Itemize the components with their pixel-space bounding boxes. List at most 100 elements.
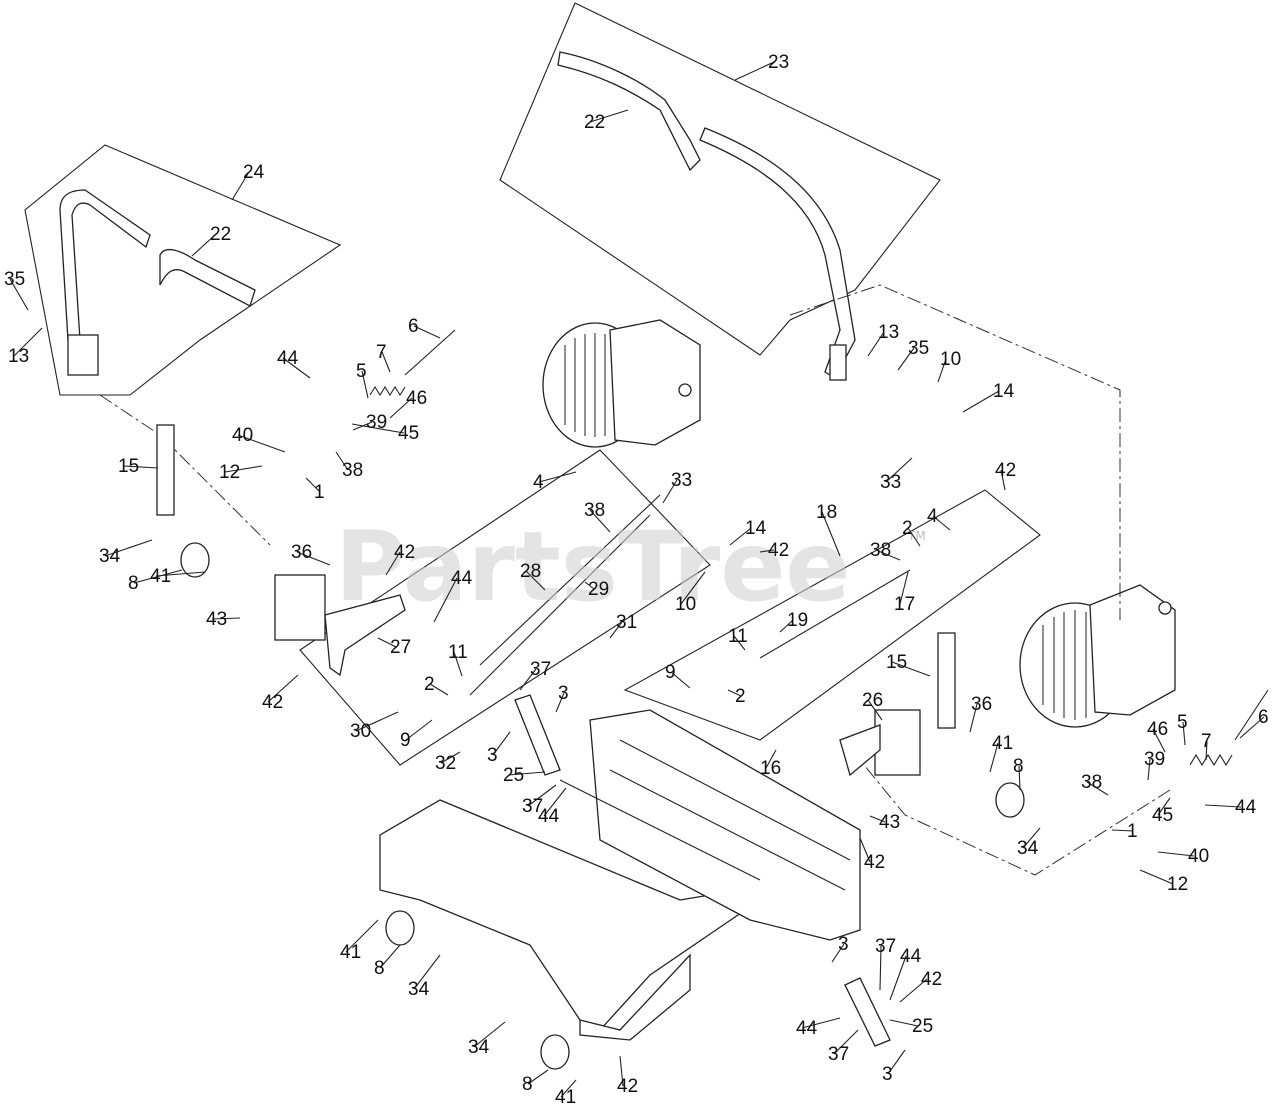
- rod-28: [479, 494, 661, 666]
- callout-number: 10: [675, 594, 696, 615]
- leader-line: [453, 651, 463, 677]
- callout-number: 44: [277, 348, 299, 369]
- leader-line: [680, 571, 706, 605]
- leader-line: [538, 471, 577, 483]
- leader-line: [889, 1019, 919, 1027]
- leader-line: [932, 515, 951, 531]
- leader-line: [875, 549, 901, 561]
- leader-line: [389, 397, 413, 419]
- callout-number: 41: [150, 566, 171, 587]
- leader-line: [1157, 851, 1195, 857]
- leader-line: [1182, 721, 1186, 746]
- bearing-lower-left: [385, 910, 415, 946]
- callout-number: 37: [522, 796, 543, 817]
- callout-number: 25: [912, 1016, 933, 1037]
- leader-line: [831, 943, 845, 963]
- callout-number: 8: [374, 958, 385, 979]
- callout-number: 36: [291, 542, 312, 563]
- callout-number: 34: [99, 546, 121, 567]
- leader-line: [351, 423, 405, 434]
- callout-number: 45: [398, 423, 419, 444]
- leader-line: [525, 570, 546, 591]
- callout-number: 34: [1017, 838, 1039, 859]
- leader-line: [305, 477, 321, 493]
- callout-number: 42: [995, 460, 1016, 481]
- linkage-panel-right: [623, 489, 1041, 741]
- callout-number: 3: [558, 683, 569, 704]
- callout-number: 5: [356, 361, 367, 382]
- leader-line: [867, 331, 885, 357]
- callout-number: 33: [880, 472, 901, 493]
- leader-line: [609, 621, 623, 639]
- callout-number: 38: [870, 540, 891, 561]
- leader-line: [123, 465, 159, 469]
- leader-line: [429, 683, 449, 696]
- leader-line: [296, 551, 331, 566]
- callout-number: 42: [617, 1076, 638, 1097]
- callout-number: 41: [992, 733, 1013, 754]
- callout-number: 37: [530, 659, 551, 680]
- leader-line: [821, 511, 841, 557]
- callout-number: 44: [1235, 797, 1257, 818]
- callout-number: 9: [665, 662, 676, 683]
- transmission-upper: [542, 319, 701, 448]
- leader-line: [867, 699, 883, 721]
- callout-number: 28: [520, 561, 541, 582]
- callout-number: 18: [816, 502, 837, 523]
- leader-line: [191, 233, 217, 257]
- shock-absorber-lower: [844, 977, 891, 1047]
- leader-line: [1111, 829, 1134, 832]
- leader-line: [519, 668, 537, 691]
- callout-number: 39: [366, 412, 387, 433]
- leader-line: [662, 479, 678, 504]
- leader-line: [1018, 765, 1021, 791]
- leader-line: [231, 171, 250, 201]
- callout-number: 11: [728, 626, 748, 647]
- callout-number: 2: [424, 674, 435, 695]
- leader-line: [727, 689, 742, 697]
- callout-number: 38: [1081, 772, 1102, 793]
- callout-number: 40: [232, 425, 253, 446]
- callout-number: 25: [503, 765, 524, 786]
- leader-line: [440, 751, 461, 764]
- leader-line: [527, 784, 557, 807]
- callout-number: 26: [862, 690, 883, 711]
- callout-number: 3: [882, 1064, 893, 1085]
- leader-line: [885, 457, 913, 483]
- leader-line: [385, 551, 401, 576]
- leader-line: [1205, 740, 1208, 761]
- leader-line: [1139, 869, 1174, 885]
- handle-panel-left: [24, 144, 342, 396]
- leader-line: [492, 731, 511, 756]
- callout-number: 7: [1201, 731, 1212, 752]
- callout-number: 42: [864, 852, 885, 873]
- callout-number: 44: [796, 1018, 818, 1039]
- callout-number: 38: [342, 460, 363, 481]
- leader-line: [891, 661, 931, 677]
- leader-line: [282, 357, 311, 379]
- leader-line: [224, 465, 263, 473]
- guide-line-left: [99, 394, 271, 546]
- callout-number: 17: [894, 594, 915, 615]
- leader-line: [584, 581, 595, 590]
- leader-line: [899, 571, 909, 605]
- leader-line: [267, 674, 299, 703]
- guide-line-lower: [859, 759, 1171, 876]
- leader-line: [508, 771, 546, 776]
- leader-line: [733, 635, 746, 651]
- spring-upper-left: [369, 385, 406, 397]
- callout-number: 23: [768, 52, 789, 73]
- pivot-bracket-right: [874, 709, 921, 776]
- leader-line: [869, 815, 886, 823]
- bolt-6-left: [404, 329, 456, 376]
- leader-line: [381, 351, 391, 373]
- leader-line: [589, 109, 629, 123]
- callout-number: 14: [993, 381, 1015, 402]
- callout-number: 19: [787, 610, 808, 631]
- callout-number: 45: [1152, 805, 1173, 826]
- leader-line: [555, 692, 565, 713]
- leader-line: [473, 1021, 506, 1048]
- leader-line: [1022, 827, 1041, 849]
- callout-number: 40: [1188, 846, 1209, 867]
